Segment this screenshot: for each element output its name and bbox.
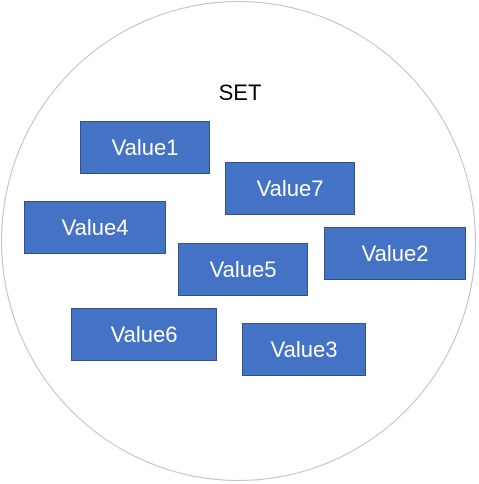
value-box-6: Value6 <box>71 308 217 361</box>
value-box-4: Value4 <box>24 201 166 254</box>
value-box-1: Value1 <box>80 121 210 174</box>
value-box-7: Value7 <box>225 162 355 215</box>
value-box-2: Value2 <box>324 227 466 280</box>
value-box-3: Value3 <box>242 323 366 376</box>
value-box-5: Value5 <box>178 243 308 296</box>
set-title: SET <box>218 80 262 105</box>
